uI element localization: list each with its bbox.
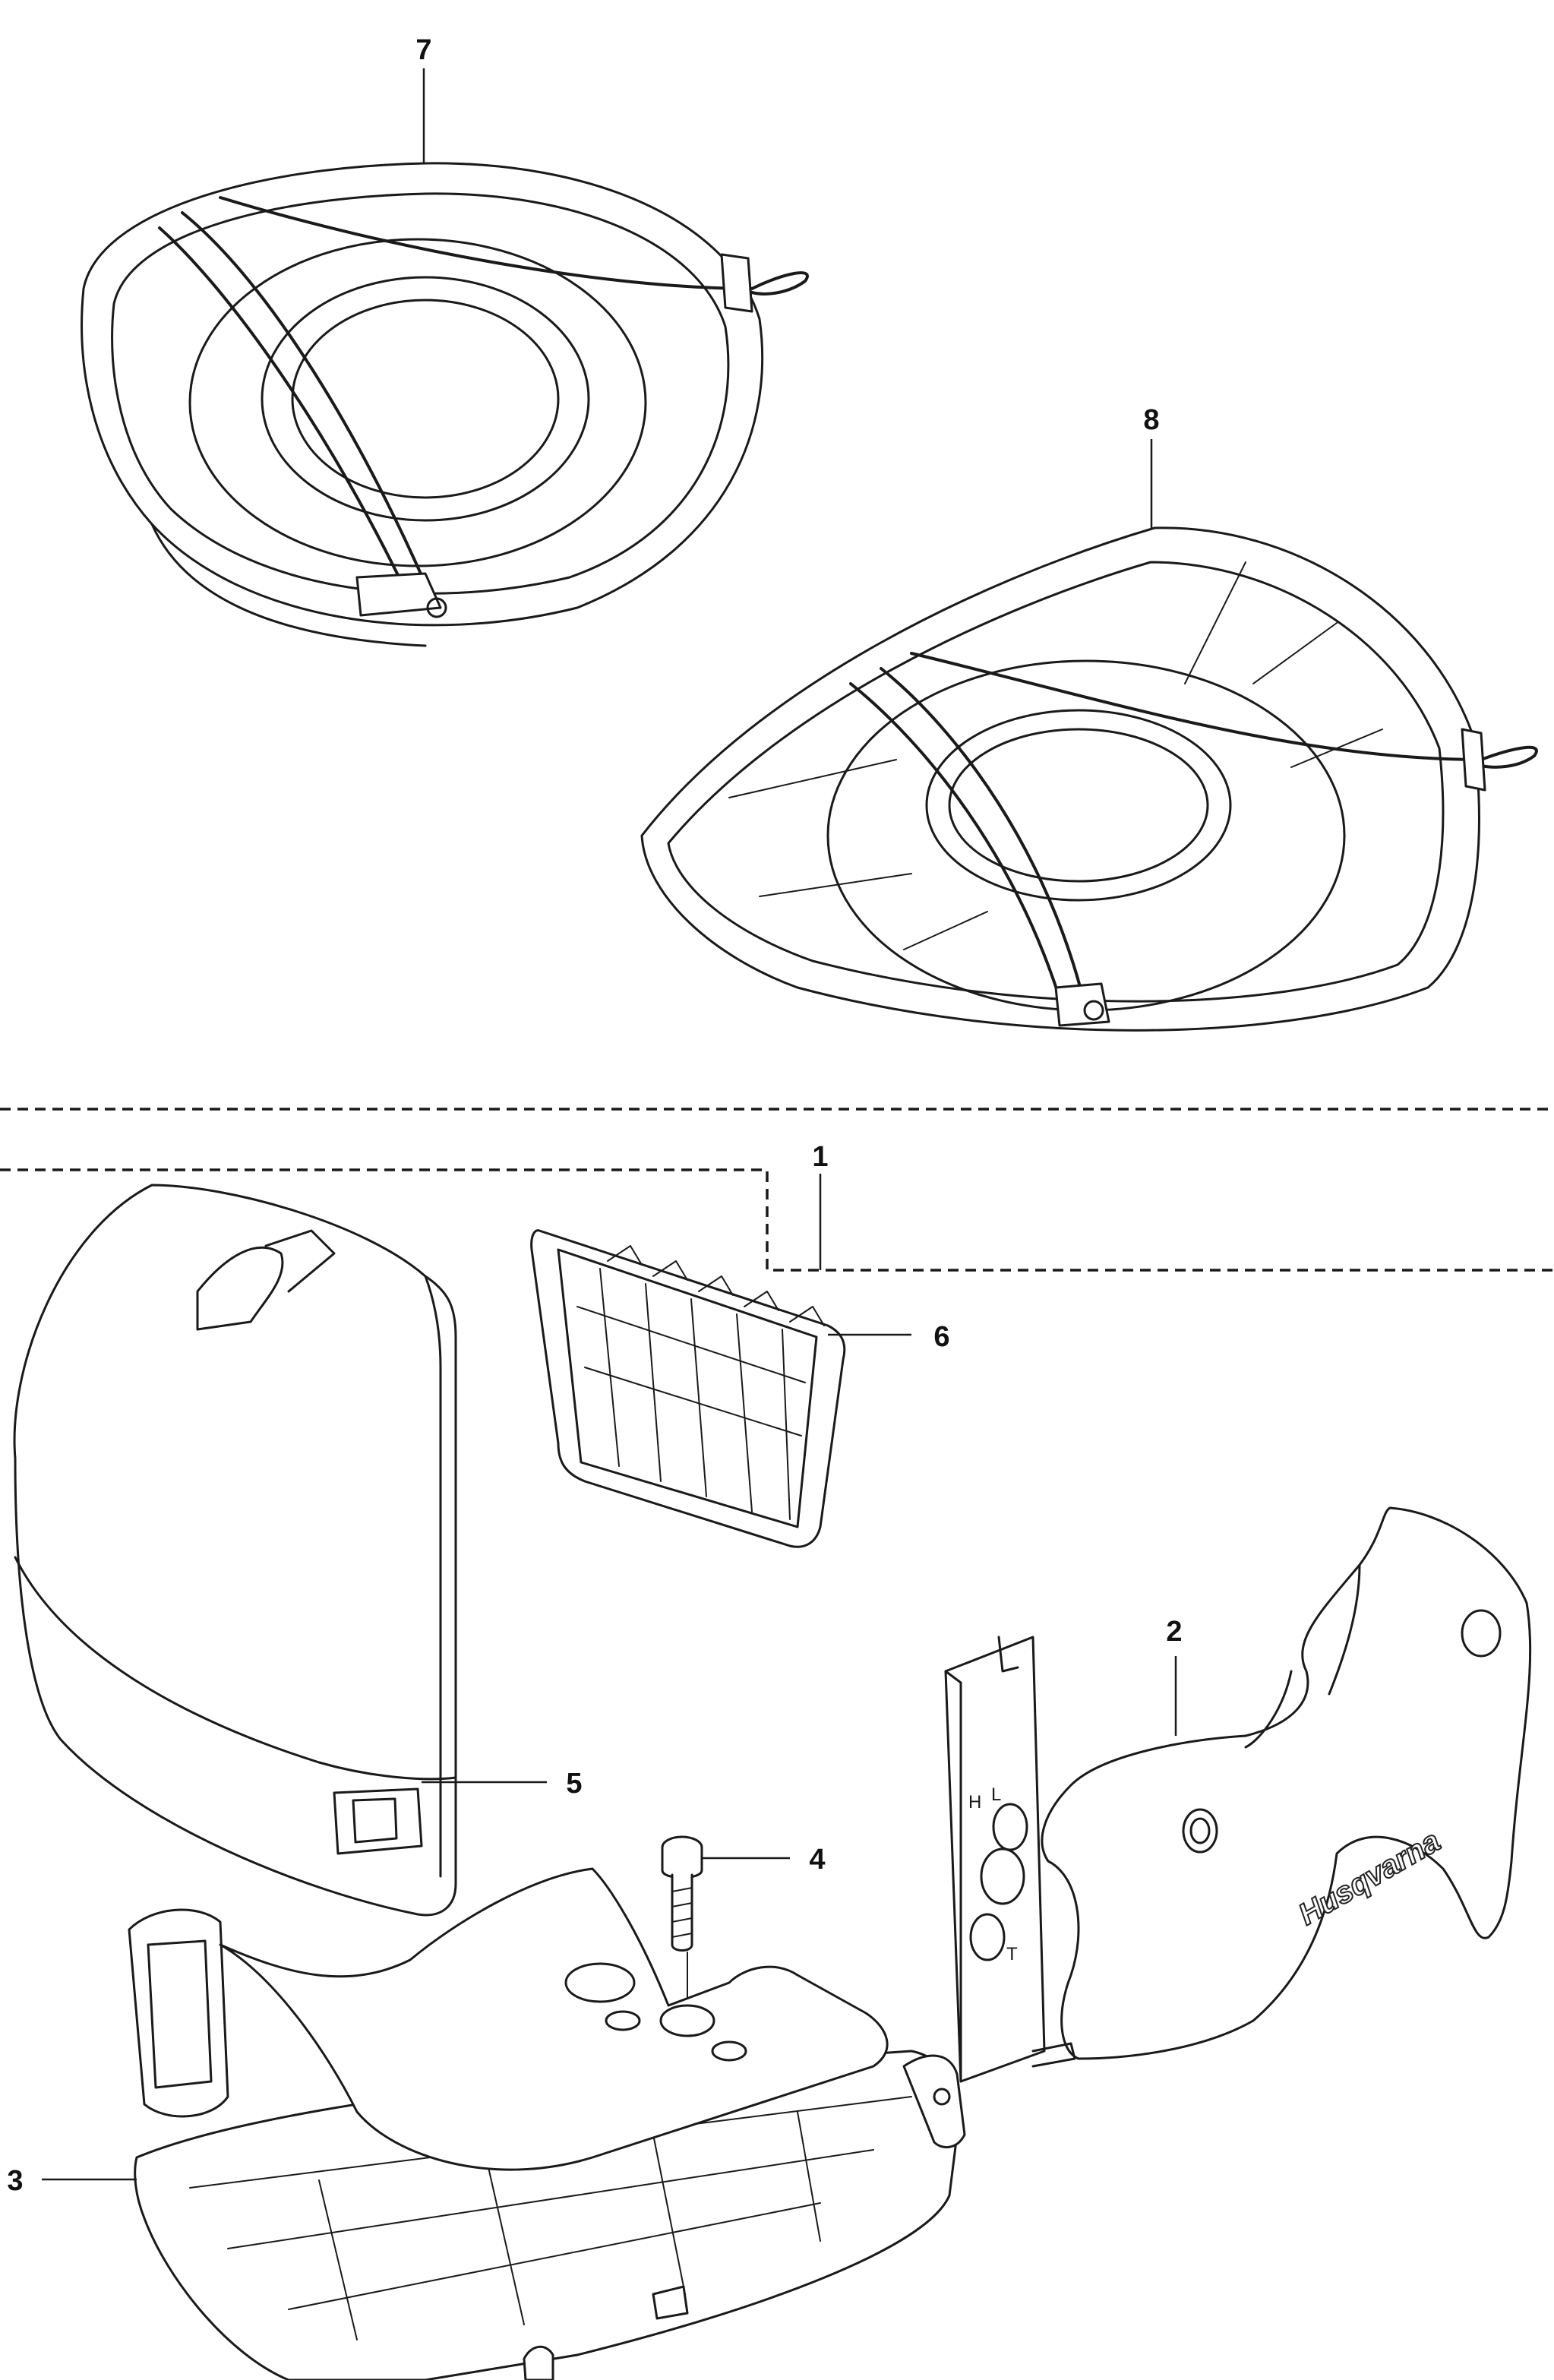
part-8-triangular-air-cover xyxy=(640,526,1538,1032)
valve-marking-l: L xyxy=(991,1784,1001,1805)
part-5-filter-cover xyxy=(13,1184,457,1917)
leader-lines xyxy=(42,68,1177,2181)
part-4-screw xyxy=(661,1835,703,2037)
callout-8: 8 xyxy=(1143,404,1159,436)
callout-3: 3 xyxy=(7,2165,23,2197)
callout-6: 6 xyxy=(933,1321,949,1353)
valve-marking-h: H xyxy=(968,1792,981,1813)
valve-marking-t: T xyxy=(1006,1944,1018,1964)
part-7-round-air-cover xyxy=(81,162,809,647)
callout-2: 2 xyxy=(1166,1616,1182,1648)
callout-5: 5 xyxy=(566,1768,582,1800)
part-3-filter-holder xyxy=(128,1867,966,2380)
part-2-carburetor-cover: Husqvarna H L T xyxy=(944,1506,1532,2083)
part-6-air-filter xyxy=(530,1229,846,1548)
assembly-1-boundary-line xyxy=(0,1168,1554,1272)
callout-7: 7 xyxy=(415,34,431,66)
callout-labels: 7 8 1 6 2 5 4 3 xyxy=(7,34,1182,2197)
callout-1: 1 xyxy=(812,1141,828,1173)
callout-4: 4 xyxy=(809,1844,825,1876)
